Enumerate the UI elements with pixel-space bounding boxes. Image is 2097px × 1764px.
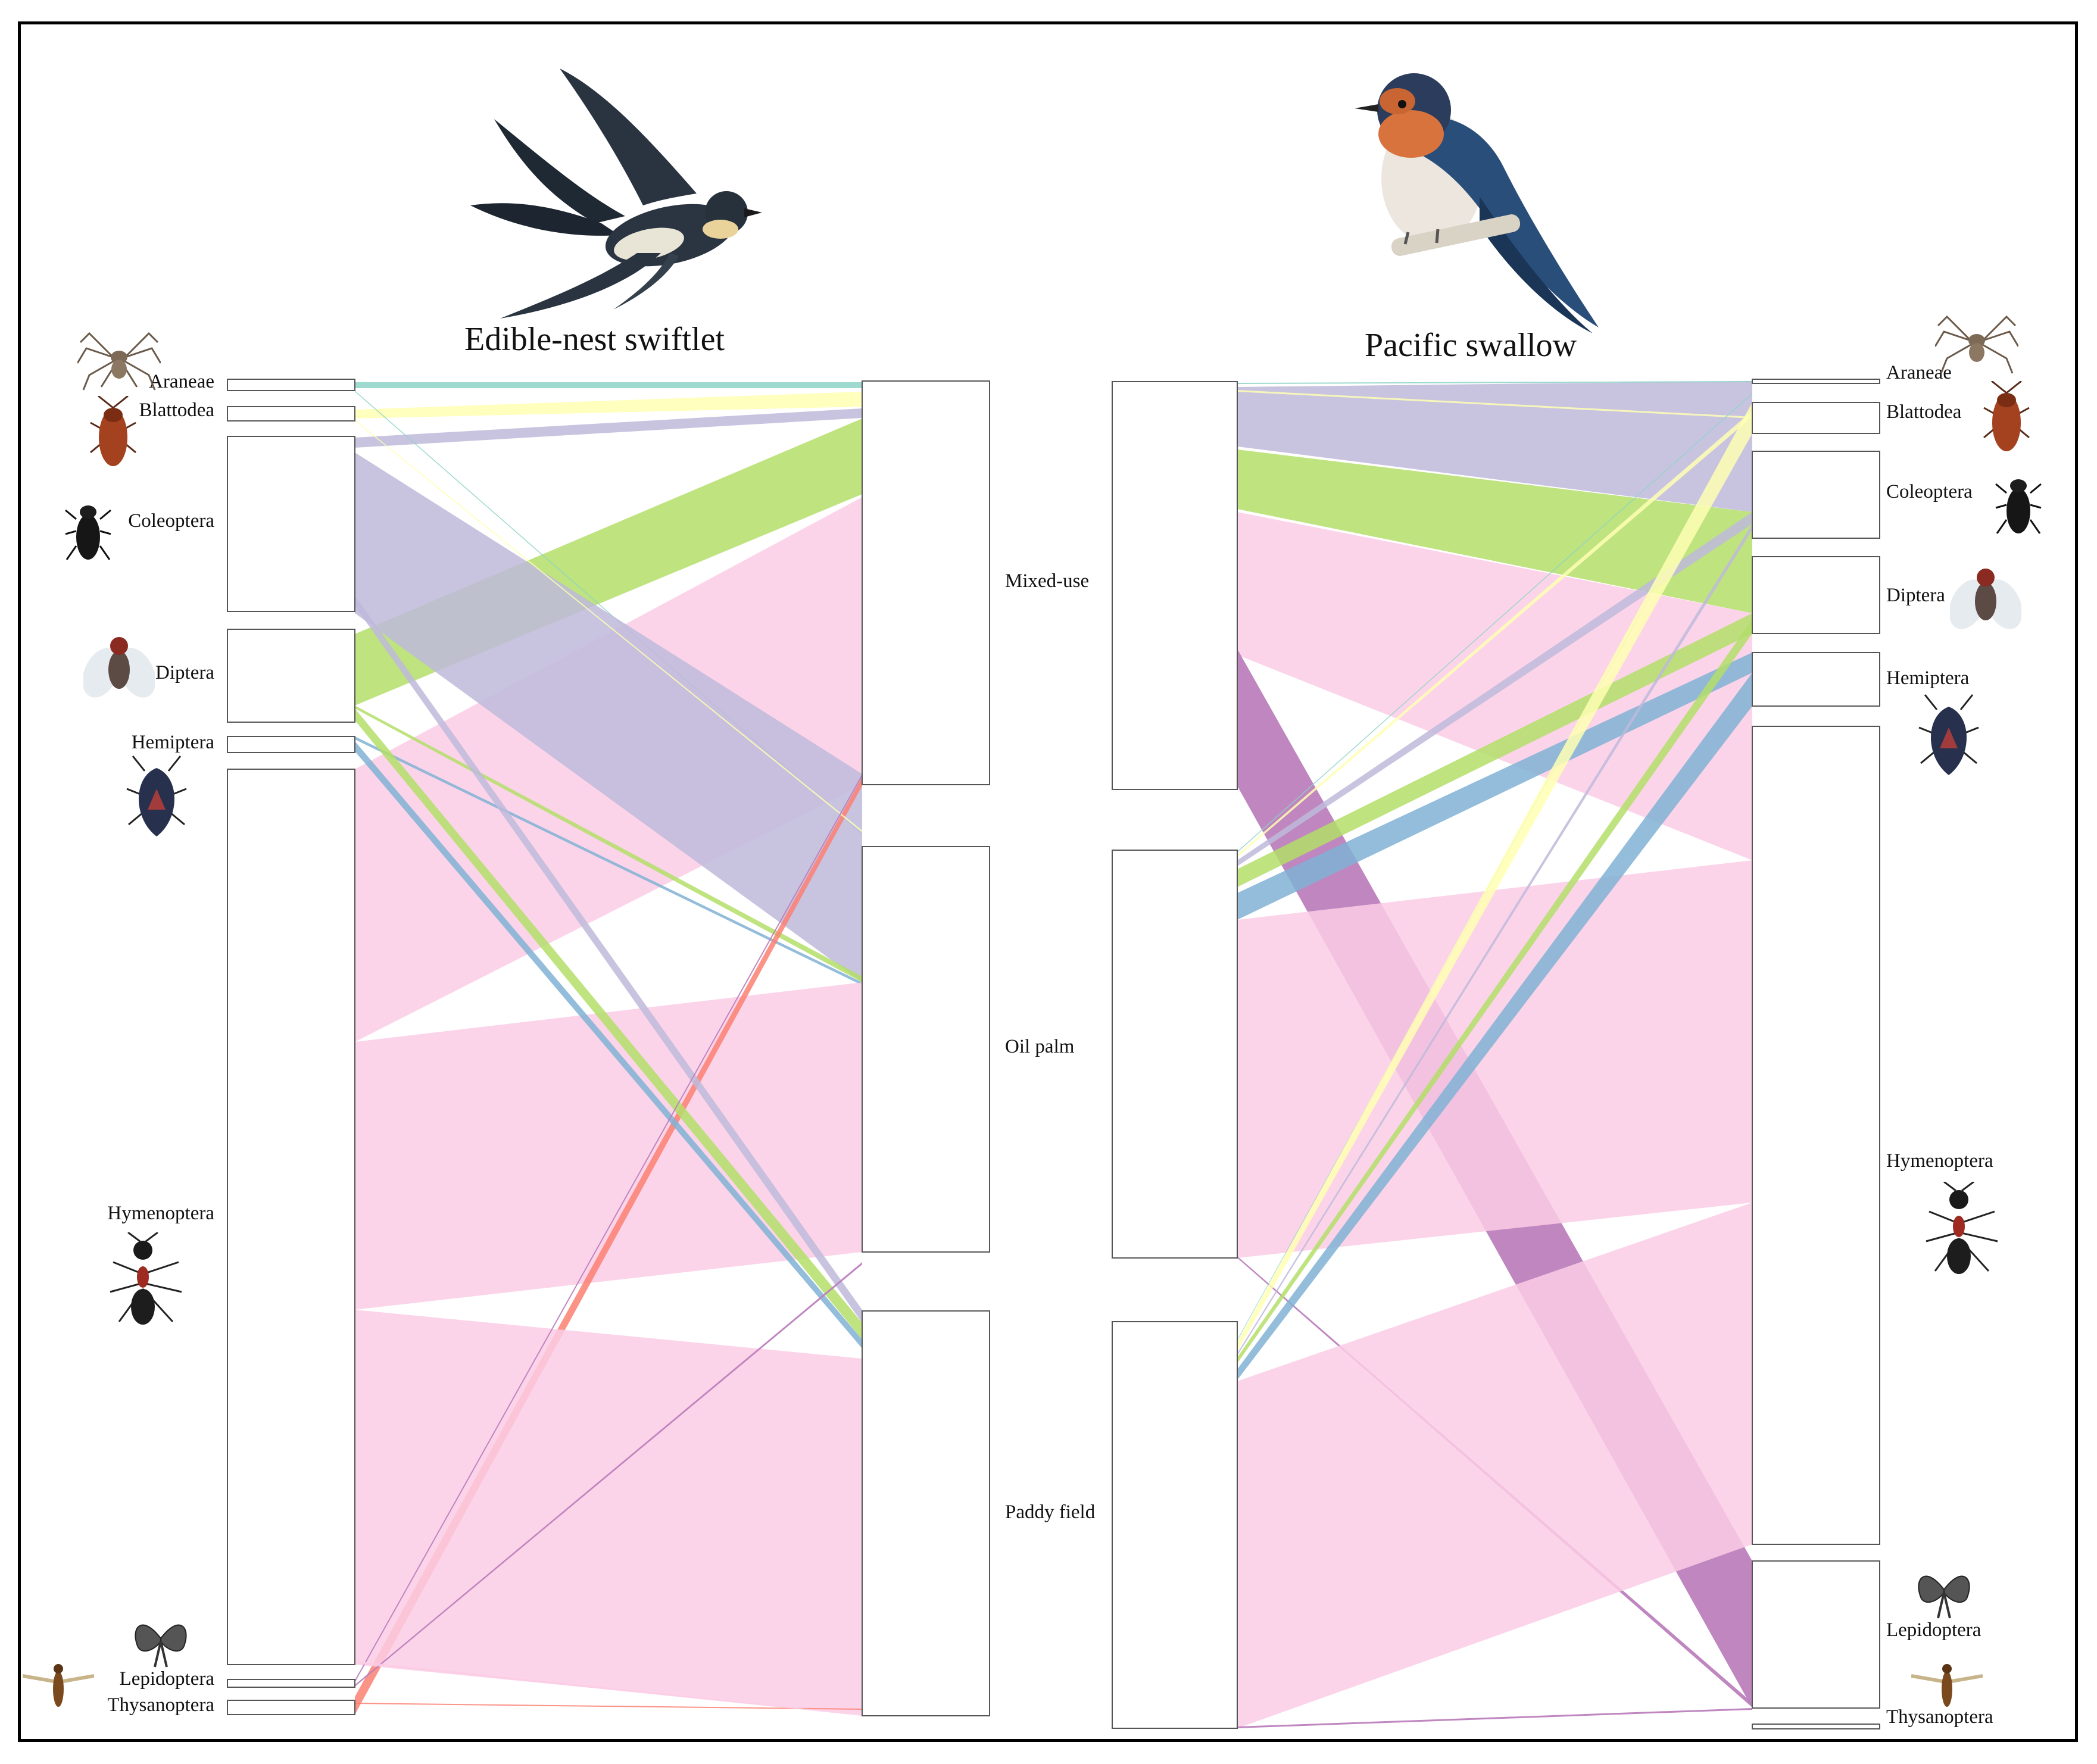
swiftlet-title: Edible-nest swiftlet bbox=[464, 321, 725, 358]
swiftlet-link-lepidoptera-mixed-use bbox=[355, 774, 862, 1682]
swallow-link-blattodea-oil-palm bbox=[1237, 411, 1752, 857]
swallow-label-lepidoptera: Lepidoptera bbox=[1886, 1619, 1981, 1641]
swiftlet-link-coleoptera-paddy-field bbox=[355, 595, 862, 1323]
swallow-link-blattodea-mixed-use bbox=[1237, 390, 1752, 419]
swiftlet-label-hemiptera: Hemiptera bbox=[131, 732, 214, 753]
stink-bug-icon bbox=[1918, 694, 1979, 775]
beetle-icon bbox=[1995, 479, 2042, 534]
swiftlet-order-thysanoptera-node bbox=[227, 1700, 355, 1715]
swallow-link-lepidoptera-paddy-field bbox=[1237, 1708, 1752, 1728]
swallow-label-coleoptera: Coleoptera bbox=[1886, 481, 1973, 502]
swiftlet-order-araneae-node bbox=[227, 379, 355, 391]
cockroach-icon bbox=[1983, 381, 2030, 451]
swiftlet-links bbox=[355, 382, 862, 1716]
swallow-order-lepidoptera-node bbox=[1752, 1560, 1880, 1709]
butterfly-icon bbox=[135, 1624, 187, 1668]
figure-frame bbox=[18, 21, 2078, 1742]
thrips-icon bbox=[23, 1664, 94, 1707]
swiftlet-order-hemiptera-node bbox=[227, 736, 355, 753]
swallow-title: Pacific swallow bbox=[1365, 327, 1577, 364]
swiftlet-flying-illustration bbox=[470, 68, 762, 319]
swallow-label-thysanoptera: Thysanoptera bbox=[1886, 1706, 1993, 1728]
thrips-icon bbox=[1911, 1664, 1983, 1707]
swallow-order-diptera-node bbox=[1752, 556, 1880, 634]
swiftlet-label-diptera: Diptera bbox=[155, 662, 214, 683]
swiftlet-order-coleoptera-node bbox=[227, 436, 355, 612]
swallow-link-blattodea-paddy-field bbox=[1237, 402, 1752, 1351]
swallow-link-coleoptera-paddy-field bbox=[1237, 524, 1752, 1356]
swallow-link-coleoptera-mixed-use bbox=[1237, 381, 1752, 512]
swiftlet-label-blattodea: Blattodea bbox=[139, 399, 214, 421]
swiftlet-order-diptera-node bbox=[227, 629, 355, 723]
swallow-habitat-mixed-use-node bbox=[1112, 381, 1238, 790]
swallow-perched-illustration bbox=[1355, 73, 1599, 333]
swiftlet-link-coleoptera-mixed-use bbox=[355, 408, 862, 448]
swiftlet-order-hymenoptera-node bbox=[227, 769, 355, 1665]
swiftlet-label-paddy-field: Paddy field bbox=[1005, 1501, 1096, 1523]
swiftlet-habitat-mixed-use-node bbox=[862, 380, 990, 785]
node-boxes bbox=[227, 379, 1880, 1729]
swallow-link-araneae-mixed-use bbox=[1237, 381, 1752, 384]
swallow-order-coleoptera-node bbox=[1752, 451, 1880, 539]
swiftlet-link-hemiptera-oil-palm bbox=[355, 736, 862, 985]
swiftlet-link-hemiptera-paddy-field bbox=[355, 741, 862, 1348]
swallow-order-araneae-node bbox=[1752, 379, 1880, 384]
swallow-link-diptera-paddy-field bbox=[1237, 619, 1752, 1363]
cockroach-icon bbox=[90, 396, 136, 466]
swiftlet-label-thysanoptera: Thysanoptera bbox=[107, 1694, 214, 1716]
stink-bug-icon bbox=[126, 755, 187, 836]
swallow-link-hymenoptera-oil-palm bbox=[1237, 860, 1752, 1258]
swiftlet-label-lepidoptera: Lepidoptera bbox=[119, 1668, 214, 1690]
swiftlet-order-blattodea-node bbox=[227, 406, 355, 422]
swallow-links bbox=[1237, 381, 1752, 1728]
swiftlet-link-hymenoptera-paddy-field bbox=[355, 1661, 862, 1716]
swiftlet-label-coleoptera: Coleoptera bbox=[128, 510, 214, 532]
butterfly-icon bbox=[1918, 1575, 1970, 1619]
swallow-order-hymenoptera-node bbox=[1752, 726, 1880, 1545]
swiftlet-link-blattodea-mixed-use bbox=[355, 392, 862, 419]
swiftlet-link-lepidoptera-paddy-field bbox=[355, 1262, 862, 1687]
swallow-link-hymenoptera-paddy-field bbox=[1237, 1203, 1752, 1728]
swallow-order-thysanoptera-node bbox=[1752, 1724, 1880, 1729]
swiftlet-link-thysanoptera-paddy-field bbox=[355, 1703, 862, 1710]
swiftlet-label-araneae: Araneae bbox=[149, 371, 214, 392]
swallow-label-hemiptera: Hemiptera bbox=[1886, 667, 1970, 689]
spider-icon bbox=[1935, 315, 2018, 374]
swiftlet-link-hymenoptera-oil-palm bbox=[355, 982, 862, 1310]
fly-icon bbox=[83, 637, 155, 698]
swallow-link-coleoptera-oil-palm bbox=[1237, 512, 1752, 866]
swiftlet-link-coleoptera-oil-palm bbox=[355, 452, 862, 982]
swallow-order-blattodea-node bbox=[1752, 402, 1880, 434]
swallow-label-diptera: Diptera bbox=[1886, 585, 1945, 606]
swallow-habitat-oil-palm-node bbox=[1112, 850, 1238, 1259]
swiftlet-habitat-oil-palm-node bbox=[862, 846, 990, 1253]
swiftlet-link-diptera-paddy-field bbox=[355, 708, 862, 1340]
swallow-link-hemiptera-oil-palm bbox=[1237, 652, 1752, 920]
swiftlet-label-hymenoptera: Hymenoptera bbox=[107, 1203, 214, 1224]
swallow-link-hemiptera-paddy-field bbox=[1237, 673, 1752, 1380]
swallow-label-hymenoptera: Hymenoptera bbox=[1886, 1150, 1993, 1172]
beetle-icon bbox=[65, 505, 111, 560]
swiftlet-link-hymenoptera-paddy-field bbox=[355, 1310, 862, 1715]
swiftlet-habitat-paddy-field-node bbox=[862, 1310, 990, 1716]
swallow-habitat-paddy-field-node bbox=[1112, 1321, 1238, 1729]
ant-icon bbox=[1926, 1182, 1998, 1274]
swiftlet-label-oil-palm: Oil palm bbox=[1005, 1036, 1075, 1057]
swallow-link-diptera-mixed-use bbox=[1237, 449, 1752, 613]
swallow-label-blattodea: Blattodea bbox=[1886, 401, 1962, 423]
swiftlet-link-araneae-mixed-use bbox=[355, 382, 862, 388]
swallow-order-hemiptera-node bbox=[1752, 652, 1880, 707]
swallow-link-araneae-oil-palm bbox=[1237, 393, 1752, 853]
spider-icon bbox=[77, 332, 161, 391]
swallow-link-diptera-oil-palm bbox=[1237, 613, 1752, 887]
ant-icon bbox=[110, 1232, 182, 1325]
swiftlet-order-lepidoptera-node bbox=[227, 1679, 355, 1688]
fly-icon bbox=[1950, 569, 2021, 629]
swiftlet-label-mixed-use: Mixed-use bbox=[1005, 570, 1090, 592]
swiftlet-link-blattodea-oil-palm bbox=[355, 420, 862, 832]
